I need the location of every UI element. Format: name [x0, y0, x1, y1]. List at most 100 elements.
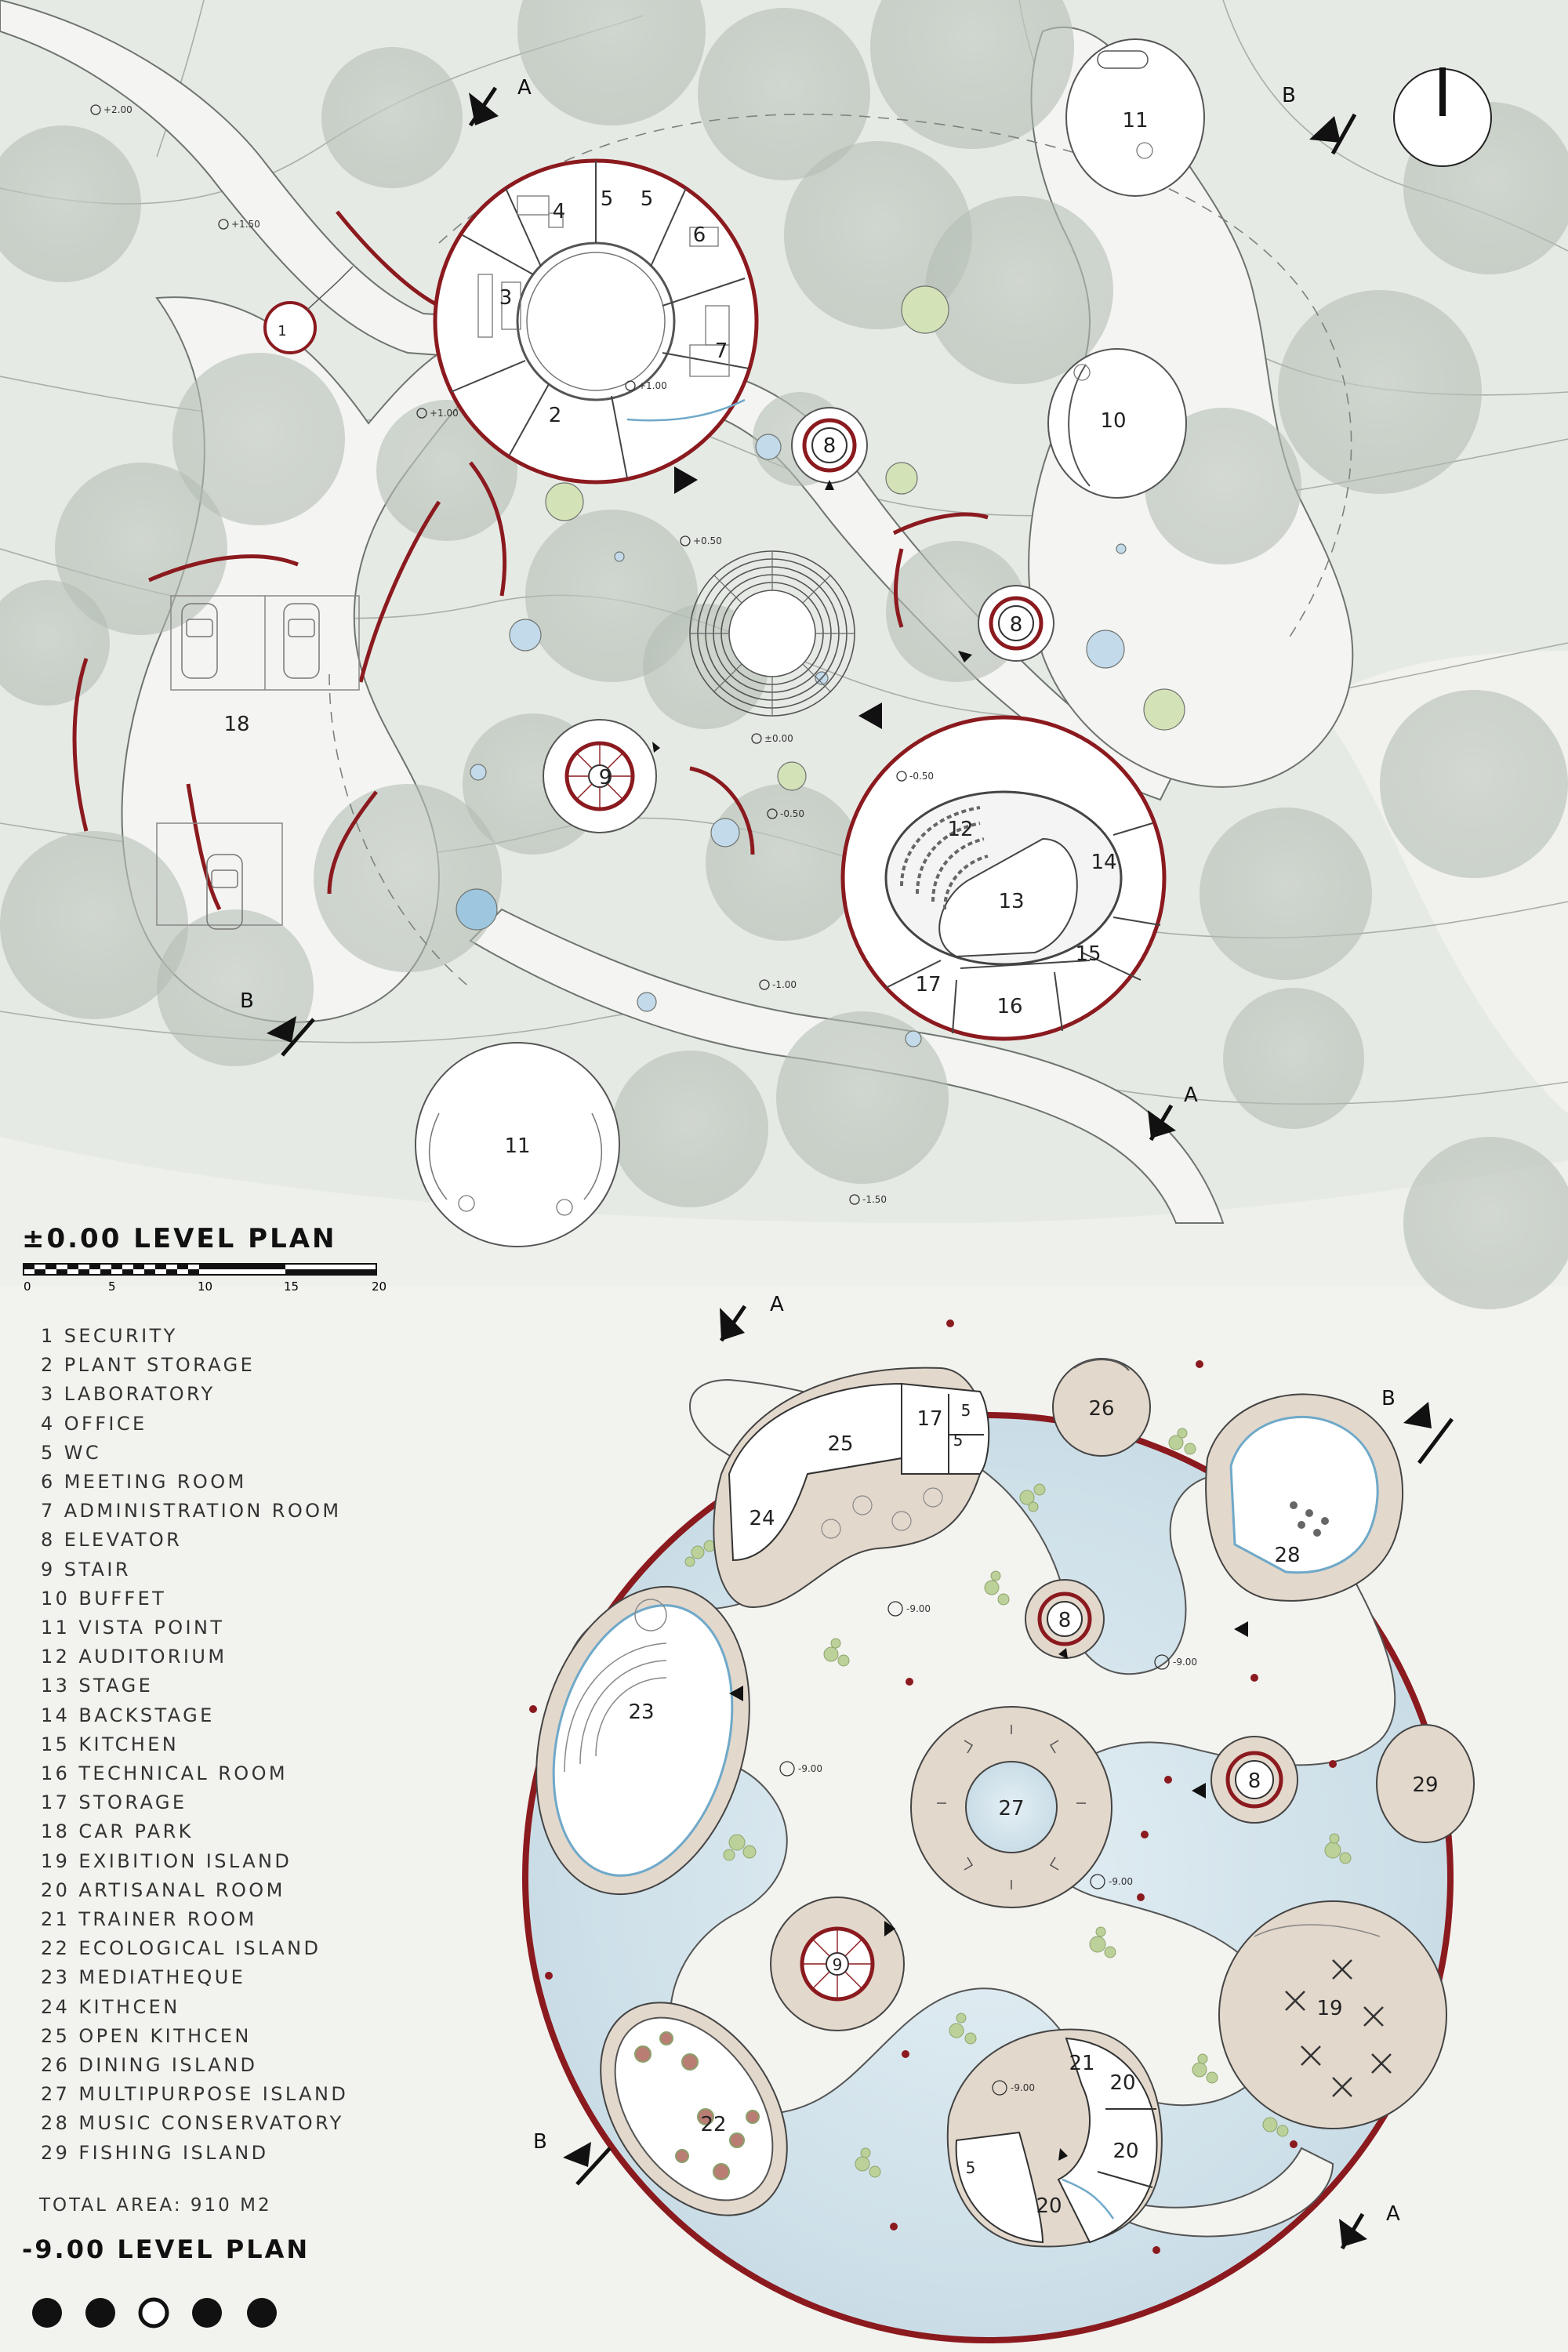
legend-item: 29 FISHING ISLAND — [41, 2141, 269, 2164]
section-arrow-icon — [563, 2142, 612, 2186]
svg-text:B: B — [1381, 1387, 1396, 1410]
upper-plan-title: ±0.00 LEVEL PLAN — [22, 1223, 337, 1254]
buffet-pavilion — [1047, 348, 1187, 499]
svg-text:8: 8 — [1248, 1769, 1261, 1793]
svg-text:9: 9 — [833, 1955, 843, 1974]
svg-text:-0.50: -0.50 — [909, 771, 934, 782]
level-marker-icon — [759, 979, 770, 990]
entrance-arrow-icon — [729, 1686, 743, 1701]
svg-text:20: 20 — [1036, 2194, 1062, 2218]
level-marker-icon — [90, 104, 101, 115]
upper-level-plan — [0, 0, 1568, 1309]
legend-item: 7 ADMINISTRATION ROOM — [41, 1500, 342, 1523]
level-marker-icon — [1090, 1874, 1105, 1889]
level-labels: +2.00 +1.50 +1.00 +1.00 +0.50 ±0.00 -0.5… — [103, 104, 1197, 2093]
tree-icon — [1403, 1137, 1568, 1309]
scale-tick: 10 — [198, 1279, 212, 1294]
svg-text:-9.00: -9.00 — [906, 1603, 931, 1614]
svg-text:16: 16 — [996, 995, 1022, 1018]
svg-text:22: 22 — [700, 2113, 726, 2136]
entrance-arrows — [652, 466, 972, 753]
section-arrow-icon — [719, 1305, 747, 1342]
room-numbers-upper: 1 2 3 4 5 5 6 7 8 8 9 10 11 11 12 13 14 … — [223, 109, 1148, 1158]
legend-item: 1 SECURITY — [41, 1325, 178, 1347]
legend-item: 22 ECOLOGICAL ISLAND — [41, 1937, 321, 1960]
svg-text:5: 5 — [641, 187, 654, 211]
tree-icon — [1200, 808, 1372, 980]
room-legend: 1 SECURITY 2 PLANT STORAGE 3 LABORATORY … — [41, 1322, 348, 2168]
elevator-island-1 — [1025, 1579, 1105, 1659]
level-marker-icon — [779, 1761, 795, 1777]
room-numbers-lower: 8 8 17 19 20 20 20 21 22 23 24 25 26 27 … — [628, 1397, 1438, 2218]
level-marker-icon — [887, 1601, 903, 1617]
ecological-island — [600, 2002, 788, 2216]
tree-icon — [784, 141, 972, 329]
legend-item: 21 TRAINER ROOM — [41, 1908, 257, 1931]
entrance-arrow-icon — [858, 702, 882, 729]
level-marker-icon — [992, 2080, 1007, 2096]
svg-text:A: A — [1184, 1083, 1198, 1107]
svg-text:23: 23 — [628, 1700, 654, 1724]
artisanal-island — [946, 2028, 1163, 2248]
level-marker-icon — [416, 408, 427, 419]
tree-icon — [314, 784, 502, 972]
page-dot — [85, 2298, 115, 2328]
car-park — [156, 595, 360, 930]
section-arrow-icon — [468, 86, 499, 127]
legend-item: 11 VISTA POINT — [41, 1617, 225, 1639]
retaining-walls — [72, 210, 989, 911]
car-icon — [283, 603, 320, 679]
entrance-arrow-icon — [1234, 1621, 1248, 1637]
svg-text:14: 14 — [1091, 851, 1116, 874]
svg-text:11: 11 — [504, 1134, 530, 1158]
music-conservatory-island — [1205, 1393, 1404, 1602]
page-dots — [32, 2297, 277, 2328]
ground-fade — [0, 1137, 1568, 1286]
svg-text:13: 13 — [998, 890, 1024, 913]
lower-entrance-arrows — [729, 1621, 1248, 2161]
page-dot-active — [138, 2297, 169, 2328]
page-dot — [192, 2298, 222, 2328]
legend-item: 8 ELEVATOR — [41, 1529, 183, 1552]
page-dot — [247, 2298, 277, 2328]
dashed-route-2 — [328, 673, 471, 989]
tree-icon — [925, 196, 1113, 384]
svg-text:-0.50: -0.50 — [780, 808, 804, 819]
legend-item: 26 DINING ISLAND — [41, 2054, 258, 2077]
svg-text:21: 21 — [1069, 2052, 1094, 2075]
legend-item: 2 PLANT STORAGE — [41, 1354, 256, 1377]
svg-text:2: 2 — [549, 404, 562, 427]
tree-icon — [0, 125, 141, 282]
car-icon — [181, 603, 218, 679]
level-markers — [90, 104, 907, 1205]
laboratory-building — [433, 158, 759, 485]
tree-icon — [698, 8, 870, 180]
svg-text:24: 24 — [749, 1507, 775, 1530]
svg-text:3: 3 — [499, 286, 513, 310]
legend-item: 27 MULTIPURPOSE ISLAND — [41, 2083, 349, 2106]
tree-icon — [870, 0, 1074, 149]
svg-text:5: 5 — [961, 1401, 971, 1420]
entrance-arrow-icon — [1058, 1648, 1068, 1659]
section-marks-lower — [563, 1305, 1454, 2250]
page-dot — [32, 2298, 62, 2328]
stepped-plaza — [689, 550, 855, 717]
tree-icon — [1278, 290, 1482, 494]
tree-icon — [172, 353, 345, 525]
tree-icon — [1145, 408, 1301, 564]
level-marker-icon — [680, 535, 691, 546]
lower-level-plan — [522, 1305, 1475, 2343]
section-arrow-icon — [1339, 2212, 1367, 2250]
svg-text:4: 4 — [553, 200, 566, 223]
svg-text:27: 27 — [998, 1797, 1024, 1820]
level-markers-lower — [779, 1601, 1170, 2096]
svg-text:8: 8 — [823, 434, 837, 458]
stair-pavilion — [543, 719, 657, 833]
legend-item: 5 WC — [41, 1441, 101, 1464]
scale-tick: 15 — [284, 1279, 299, 1294]
legend-item: 3 LABORATORY — [41, 1383, 216, 1406]
entrance-arrow-icon — [958, 651, 972, 662]
svg-text:20: 20 — [1112, 2140, 1138, 2163]
svg-text:-9.00: -9.00 — [798, 1763, 822, 1774]
